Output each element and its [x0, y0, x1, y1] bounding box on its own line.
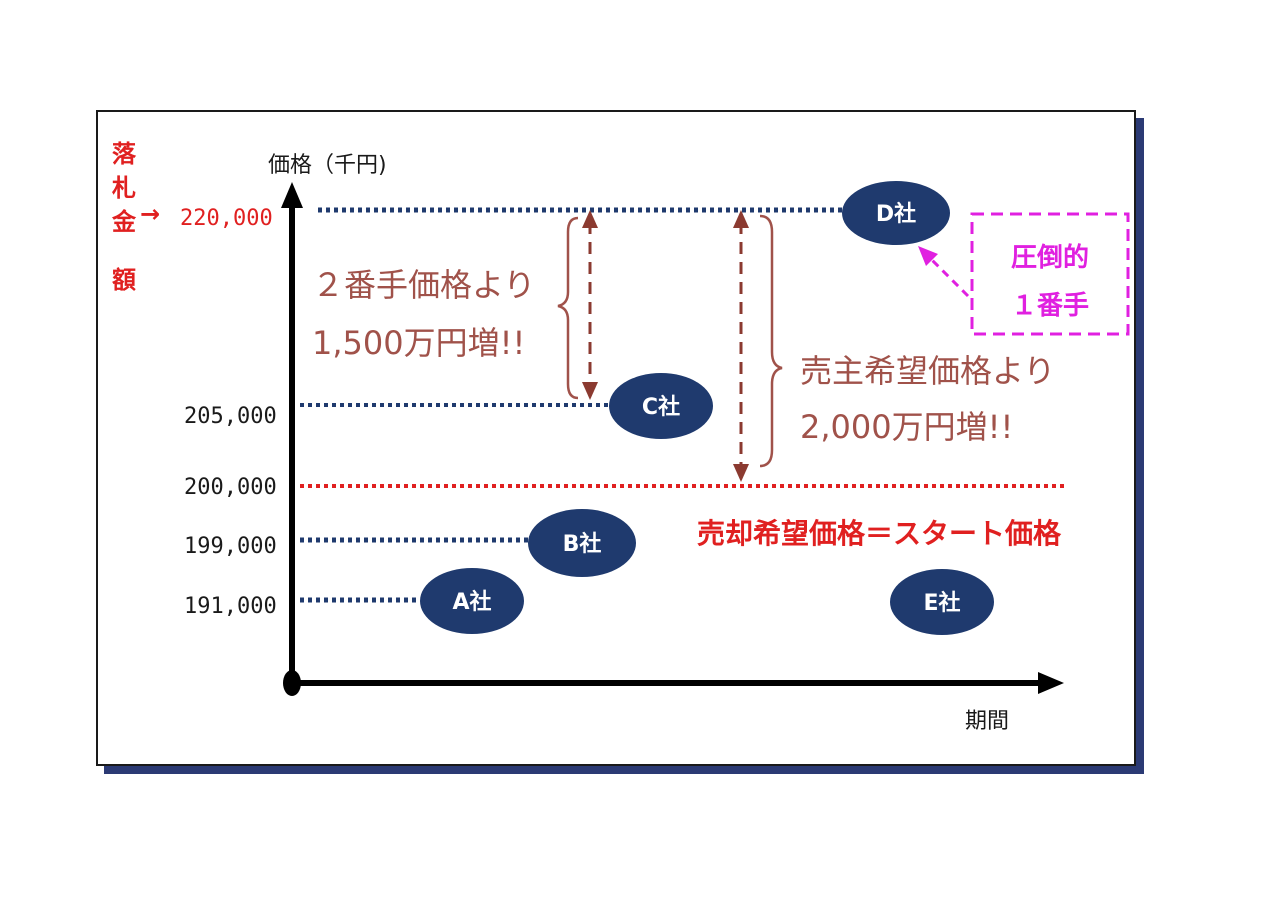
winning-bid-char-1: 落: [112, 140, 137, 168]
winning-bid-char-3: 金: [111, 208, 137, 236]
overwhelming-pointer: [928, 256, 970, 298]
overwhelming-box: [970, 212, 1130, 336]
y-axis-arrow: [281, 182, 303, 208]
arrow-second-top: [582, 210, 598, 228]
x-axis-arrow: [1038, 672, 1064, 694]
arrow-seller-top: [733, 210, 749, 228]
y-axis-title: 価格（千円): [268, 153, 387, 178]
note-seller-line1: 売主希望価格より: [800, 352, 1055, 390]
company-d-bubble: [842, 181, 950, 245]
arrow-seller-bottom: [733, 464, 749, 482]
company-e-bubble: [890, 569, 994, 635]
note-seller-line2: 2,000万円増!!: [800, 408, 1013, 446]
diagram-frame: [96, 110, 1136, 766]
overwhelming-pointer-head: [918, 246, 938, 266]
note-second-line2: 1,500万円増!!: [312, 324, 525, 362]
winning-bid-arrow: →: [140, 200, 160, 228]
company-b-bubble: [528, 509, 636, 577]
company-b-label: B社: [563, 531, 602, 557]
overwhelming-line1: 圧倒的: [1011, 242, 1089, 273]
arrow-second-bottom: [582, 382, 598, 400]
company-d-label: D社: [876, 201, 916, 227]
company-c-label: C社: [642, 394, 680, 420]
price-label-191000: 191,000: [184, 594, 277, 619]
price-label-199000: 199,000: [184, 534, 277, 559]
winning-bid-char-4: 額: [112, 266, 136, 294]
company-a-bubble: [420, 568, 524, 634]
brace-second: [557, 216, 579, 400]
price-label-200000: 200,000: [184, 475, 277, 500]
company-c-bubble: [609, 373, 713, 439]
overwhelming-line2: １番手: [1011, 291, 1089, 321]
start-price-label: 売却希望価格＝スタート価格: [697, 517, 1062, 550]
x-axis-title: 期間: [965, 709, 1009, 734]
brace-seller: [759, 214, 783, 468]
price-label-205000: 205,000: [184, 404, 277, 429]
winning-bid-char-2: 札: [111, 174, 136, 202]
company-a-label: A社: [452, 589, 491, 615]
price-label-220000: 220,000: [180, 206, 273, 231]
note-second-line1: ２番手価格より: [312, 266, 535, 304]
origin-dot: [283, 670, 301, 696]
company-e-label: E社: [923, 590, 960, 616]
